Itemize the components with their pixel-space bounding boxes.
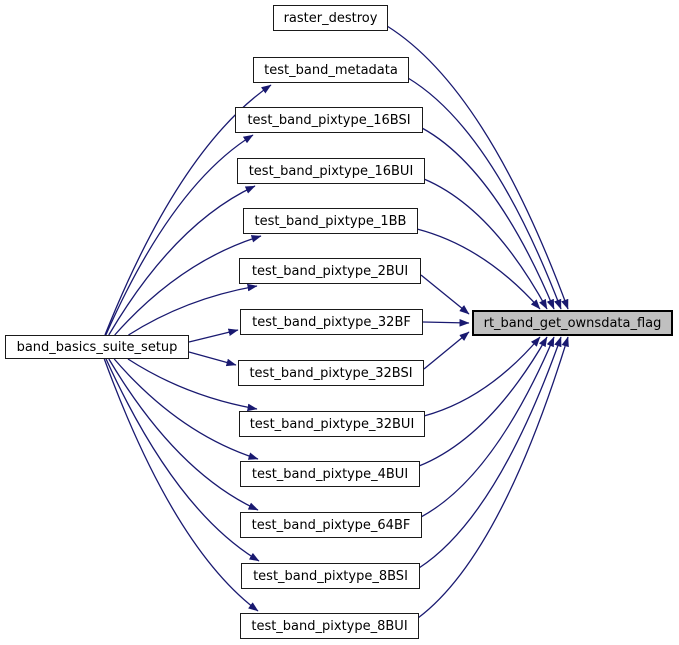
graph-node-band_basics_suite_setup[interactable]: band_basics_suite_setup [5, 335, 189, 359]
edge-test_band_metadata-to-rt_band_get_ownsdata_flag [407, 77, 562, 310]
graph-node-label: rt_band_get_ownsdata_flag [483, 315, 662, 331]
graph-node-label: test_band_pixtype_4BUI [251, 466, 409, 482]
graph-node-label: test_band_pixtype_1BB [254, 213, 407, 229]
graph-node-label: test_band_pixtype_32BF [252, 314, 411, 330]
graph-node-test_band_pixtype_4BUI[interactable]: test_band_pixtype_4BUI [240, 461, 420, 487]
edge-test_band_pixtype_32BUI-to-rt_band_get_ownsdata_flag [423, 336, 541, 417]
edge-test_band_pixtype_16BUI-to-rt_band_get_ownsdata_flag [423, 178, 548, 310]
graph-node-label: test_band_pixtype_64BF [251, 517, 411, 533]
edge-band_basics_suite_setup-to-test_band_metadata [104, 84, 272, 336]
graph-node-test_band_pixtype_64BF[interactable]: test_band_pixtype_64BF [240, 512, 422, 538]
edge-band_basics_suite_setup-to-test_band_pixtype_4BUI [113, 358, 259, 460]
edge-band_basics_suite_setup-to-test_band_pixtype_8BSI [105, 358, 260, 562]
edge-band_basics_suite_setup-to-test_band_pixtype_1BB [114, 235, 262, 336]
graph-node-test_band_pixtype_2BUI[interactable]: test_band_pixtype_2BUI [239, 258, 421, 284]
graph-node-test_band_pixtype_16BUI[interactable]: test_band_pixtype_16BUI [237, 158, 425, 184]
graph-node-label: test_band_pixtype_16BSI [247, 112, 411, 128]
graph-node-test_band_pixtype_32BF[interactable]: test_band_pixtype_32BF [240, 309, 423, 335]
edge-band_basics_suite_setup-to-test_band_pixtype_32BSI [188, 351, 237, 367]
edge-test_band_pixtype_1BB-to-rt_band_get_ownsdata_flag [416, 228, 541, 310]
edge-test_band_pixtype_8BUI-to-rt_band_get_ownsdata_flag [417, 336, 569, 619]
edge-band_basics_suite_setup-to-test_band_pixtype_8BUI [103, 358, 259, 612]
edge-test_band_pixtype_32BF-to-rt_band_get_ownsdata_flag [422, 318, 470, 327]
edge-test_band_pixtype_32BSI-to-rt_band_get_ownsdata_flag [423, 331, 470, 370]
graph-node-test_band_pixtype_32BUI[interactable]: test_band_pixtype_32BUI [239, 411, 425, 437]
graph-node-label: band_basics_suite_setup [16, 339, 178, 355]
graph-node-raster_destroy[interactable]: raster_destroy [273, 5, 388, 31]
edge-band_basics_suite_setup-to-test_band_pixtype_16BUI [108, 185, 256, 336]
graph-node-test_band_metadata[interactable]: test_band_metadata [253, 57, 409, 83]
edge-raster_destroy-to-rt_band_get_ownsdata_flag [386, 25, 569, 310]
edge-band_basics_suite_setup-to-test_band_pixtype_32BF [188, 328, 239, 343]
edge-band_basics_suite_setup-to-test_band_pixtype_2BUI [128, 283, 258, 336]
graph-node-label: test_band_metadata [264, 62, 398, 78]
graph-node-label: test_band_pixtype_32BSI [249, 365, 413, 381]
graph-node-label: test_band_pixtype_32BUI [249, 416, 415, 432]
edge-test_band_pixtype_64BF-to-rt_band_get_ownsdata_flag [420, 336, 555, 518]
graph-node-label: test_band_pixtype_2BUI [251, 263, 409, 279]
edge-test_band_pixtype_8BSI-to-rt_band_get_ownsdata_flag [418, 336, 562, 569]
edge-test_band_pixtype_2BUI-to-rt_band_get_ownsdata_flag [420, 274, 470, 315]
edge-test_band_pixtype_16BSI-to-rt_band_get_ownsdata_flag [421, 127, 555, 310]
graph-node-test_band_pixtype_1BB[interactable]: test_band_pixtype_1BB [243, 208, 418, 234]
edge-band_basics_suite_setup-to-test_band_pixtype_32BUI [127, 358, 258, 412]
graph-node-label: test_band_pixtype_8BSI [253, 568, 408, 584]
edge-band_basics_suite_setup-to-test_band_pixtype_64BF [108, 358, 259, 511]
graph-node-test_band_pixtype_16BSI[interactable]: test_band_pixtype_16BSI [235, 107, 423, 133]
graph-node-label: raster_destroy [283, 10, 378, 26]
graph-node-label: test_band_pixtype_16BUI [248, 163, 414, 179]
graph-node-rt_band_get_ownsdata_flag: rt_band_get_ownsdata_flag [472, 310, 673, 336]
edge-test_band_pixtype_4BUI-to-rt_band_get_ownsdata_flag [418, 336, 548, 467]
graph-node-test_band_pixtype_8BUI[interactable]: test_band_pixtype_8BUI [240, 613, 419, 639]
graph-node-label: test_band_pixtype_8BUI [251, 618, 408, 634]
graph-node-test_band_pixtype_8BSI[interactable]: test_band_pixtype_8BSI [241, 563, 420, 589]
graph-node-test_band_pixtype_32BSI[interactable]: test_band_pixtype_32BSI [238, 360, 424, 386]
edge-band_basics_suite_setup-to-test_band_pixtype_16BSI [105, 134, 254, 336]
